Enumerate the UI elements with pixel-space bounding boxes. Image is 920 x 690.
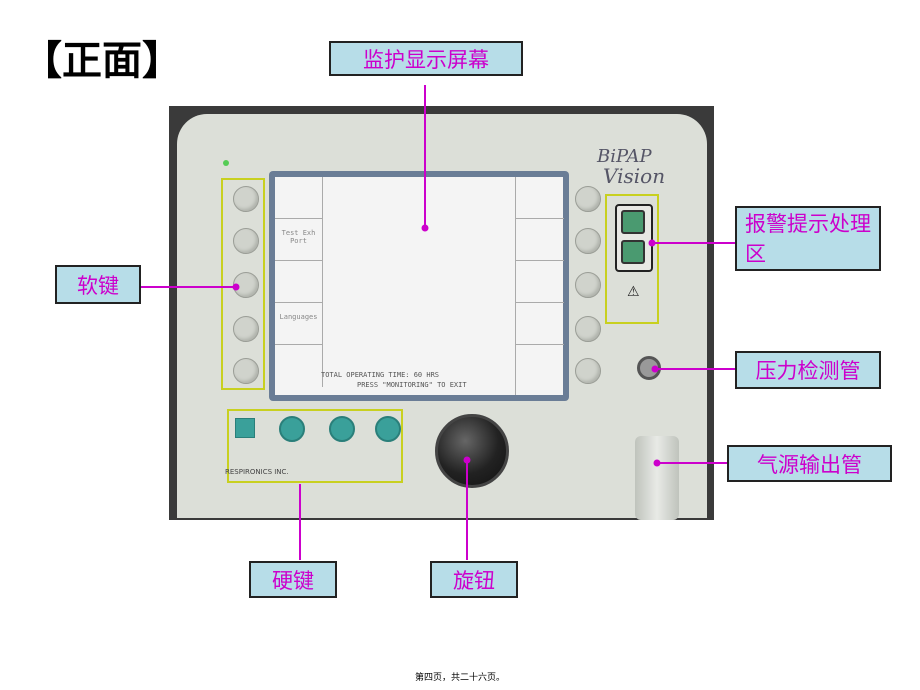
hard-key-2[interactable] (329, 416, 355, 442)
screen-cell (275, 345, 323, 387)
screen-cell-language: Languages (275, 303, 323, 345)
gas-outlet-tube (635, 436, 679, 520)
brand-line1: BiPAP (597, 146, 652, 167)
alarm-reset-button[interactable] (621, 240, 645, 264)
maker-label: RESPIRONICS INC. (225, 468, 289, 476)
device-photo: BiPAP Vision Test Exh Port Languages TOT… (169, 106, 714, 520)
screen-cell (516, 303, 564, 345)
screen-right-column (515, 177, 564, 395)
screen-status-line2: PRESS "MONITORING" TO EXIT (357, 381, 467, 389)
label-knob: 旋钮 (430, 561, 518, 598)
label-hard-keys: 硬键 (249, 561, 337, 598)
screen-cell (516, 177, 564, 219)
screen-cell (516, 261, 564, 303)
label-screen: 监护显示屏幕 (329, 41, 523, 76)
label-soft-keys: 软键 (55, 265, 141, 304)
soft-key-right-4[interactable] (575, 316, 601, 342)
alarm-area-highlight (605, 194, 659, 324)
screen-cell-test: Test Exh Port (275, 219, 323, 261)
screen-cell (275, 177, 323, 219)
soft-key-left-5[interactable] (233, 358, 259, 384)
soft-keys-highlight (221, 178, 265, 390)
label-gas-outlet: 气源输出管 (727, 445, 892, 482)
soft-key-right-1[interactable] (575, 186, 601, 212)
soft-key-left-1[interactable] (233, 186, 259, 212)
screen-cell (516, 219, 564, 261)
hard-keys-highlight (227, 409, 403, 483)
soft-key-right-3[interactable] (575, 272, 601, 298)
hard-key-grid-icon[interactable] (235, 418, 255, 438)
slide-title: 【正面】 (22, 38, 182, 84)
screen-status-line1: TOTAL OPERATING TIME: 60 HRS (321, 371, 440, 379)
soft-key-left-2[interactable] (233, 228, 259, 254)
rotary-knob[interactable] (435, 414, 509, 488)
alarm-silence-button[interactable] (621, 210, 645, 234)
soft-key-left-4[interactable] (233, 316, 259, 342)
screen-cell (275, 261, 323, 303)
monitor-screen: Test Exh Port Languages TOTAL OPERATING … (275, 177, 564, 395)
label-pressure-tube: 压力检测管 (735, 351, 881, 389)
soft-key-right-5[interactable] (575, 358, 601, 384)
page-footer: 第四页，共二十六页。 (414, 673, 505, 683)
hard-key-3[interactable] (375, 416, 401, 442)
screen-left-column: Test Exh Port Languages (275, 177, 323, 395)
power-led-icon (223, 160, 229, 166)
label-alarm-area: 报警提示处理区 (735, 206, 881, 271)
alarm-warning-icon: ⚠ (627, 284, 640, 300)
hard-key-1[interactable] (279, 416, 305, 442)
soft-key-right-2[interactable] (575, 228, 601, 254)
brand-line2: Vision (603, 164, 666, 188)
